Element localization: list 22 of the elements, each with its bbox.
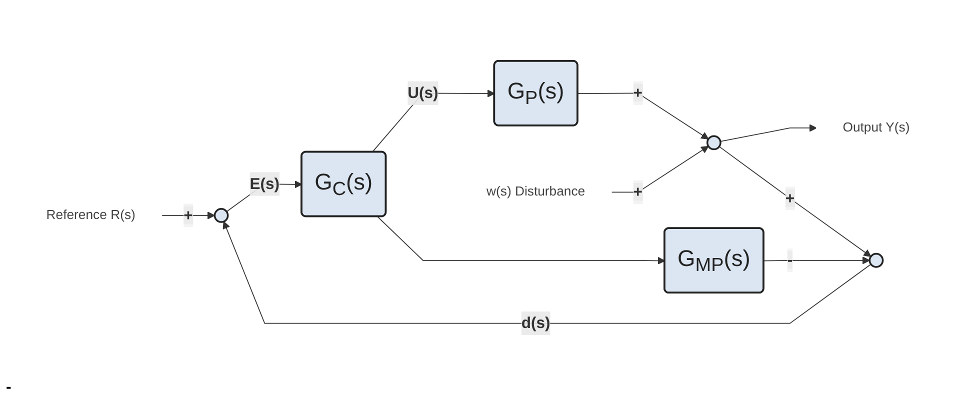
arrow <box>377 216 666 265</box>
edge-label: E(s) <box>250 174 280 192</box>
node-text: w(s) Disturbance <box>486 184 586 200</box>
edge-label: + <box>184 206 193 224</box>
arrow <box>720 124 817 142</box>
node-text: Output Y(s) <box>842 120 910 135</box>
sign-label: - <box>6 379 12 397</box>
edge-label: U(s) <box>408 84 438 102</box>
arrow <box>763 256 870 264</box>
edge-label: + <box>633 183 642 201</box>
node-circle <box>706 135 722 150</box>
edge-label: + <box>785 189 795 207</box>
edge-label: d(s) <box>521 314 550 332</box>
node-text: Reference R(s) <box>46 207 136 222</box>
node-circle <box>214 208 229 223</box>
edge-label: - <box>787 251 793 269</box>
arrow <box>577 92 709 140</box>
arrow <box>610 146 709 193</box>
edge-label: + <box>633 84 642 102</box>
arrow <box>718 146 872 257</box>
node-circle <box>868 252 884 268</box>
arrow <box>222 221 872 324</box>
